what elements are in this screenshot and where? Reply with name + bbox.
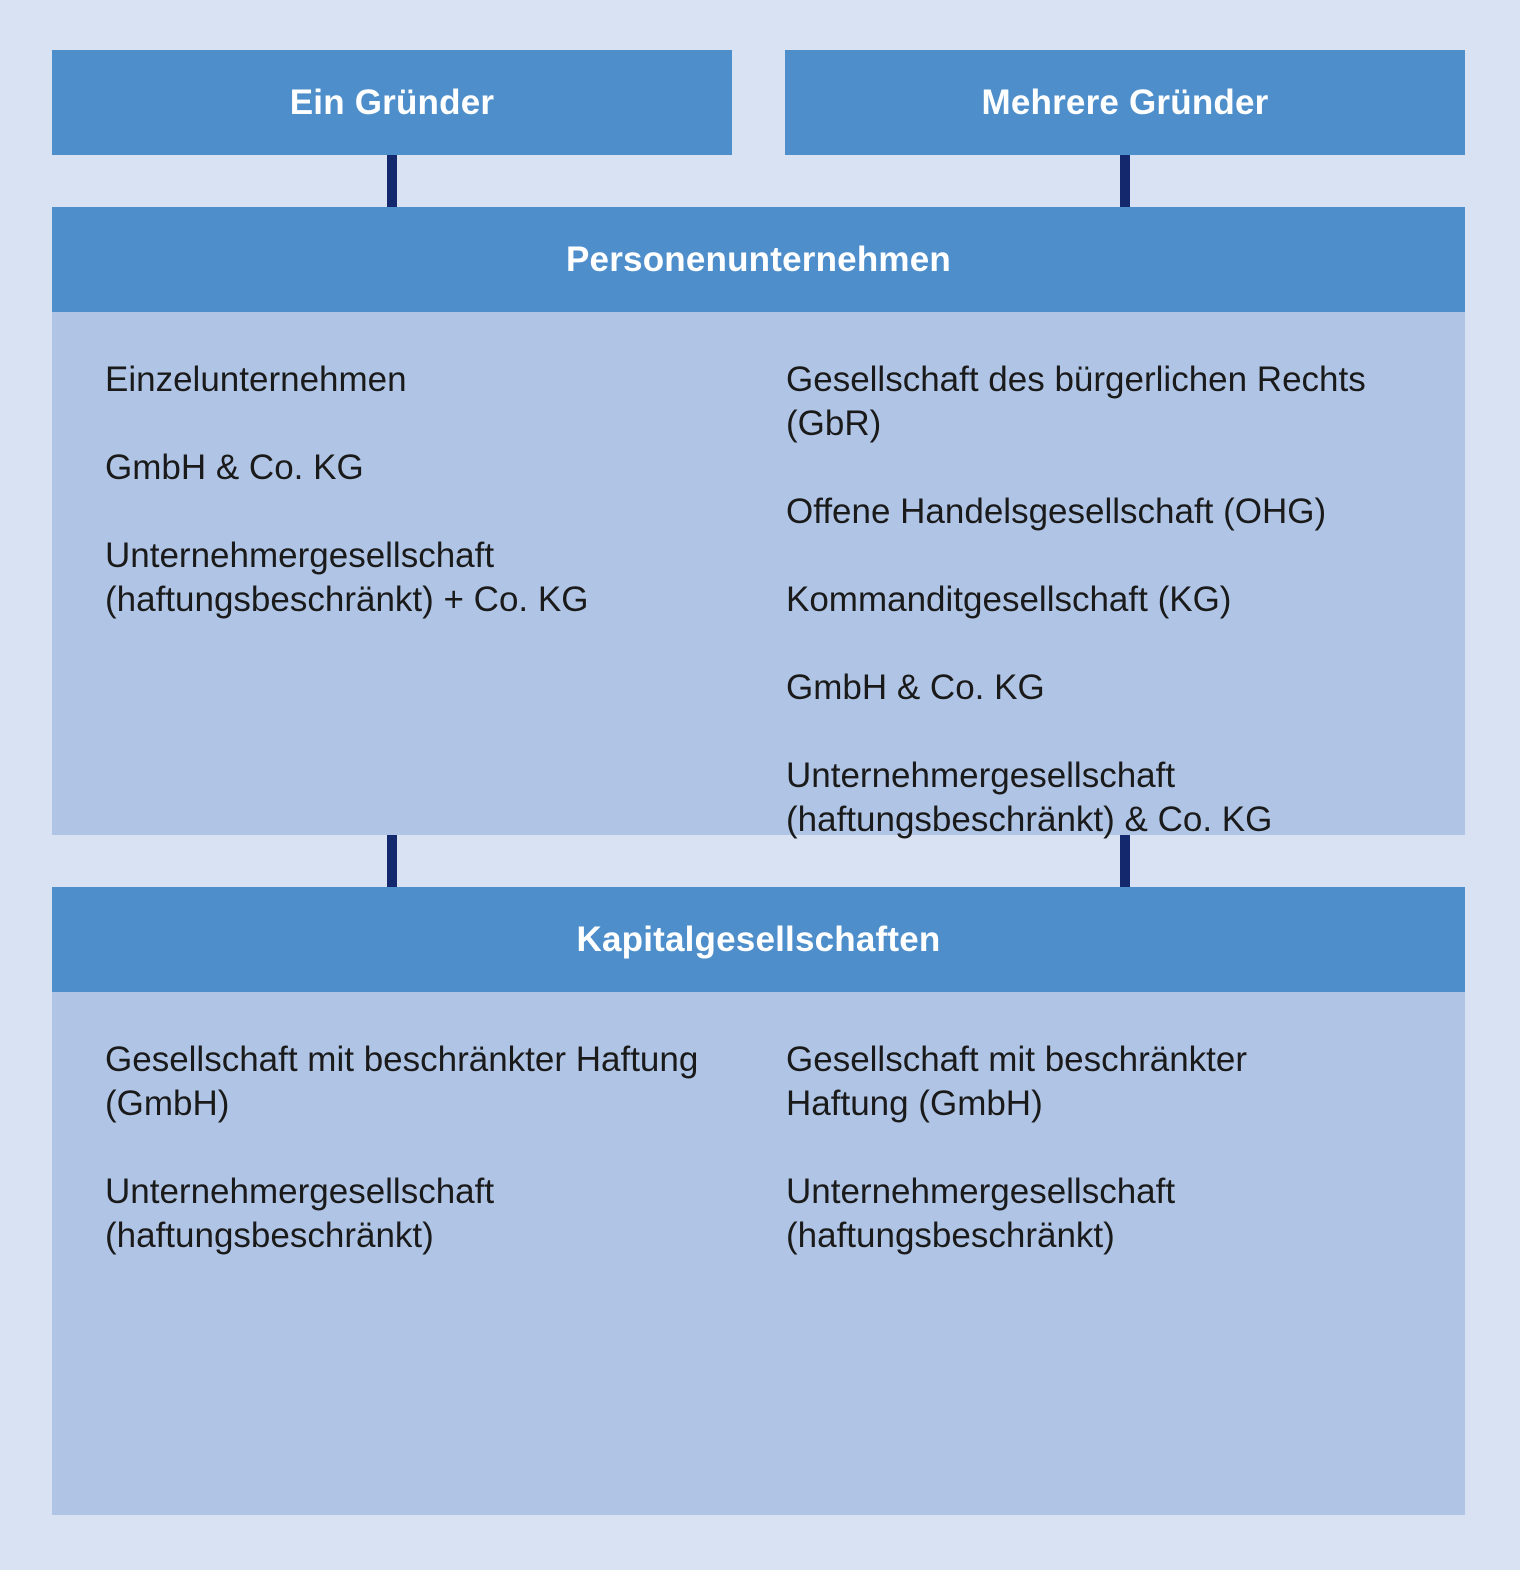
ein-gruender-label: Ein Gründer <box>289 82 495 122</box>
personenunternehmen-title: Personenunternehmen <box>566 239 951 279</box>
connector-left-top <box>387 155 397 207</box>
ein-gruender-box: Ein Gründer <box>52 50 732 155</box>
list-item: Gesellschaft des bürgerlichen Rechts (Gb… <box>786 360 1366 443</box>
kapital-right-list: Gesellschaft mit beschränkter Haftung (G… <box>786 1038 1286 1258</box>
kapitalgesellschaften-header: Kapitalgesellschaften <box>52 887 1465 992</box>
mehrere-gruender-label: Mehrere Gründer <box>981 82 1269 122</box>
list-item: Gesellschaft mit beschränkter Haftung (G… <box>786 1040 1248 1123</box>
personenunternehmen-panel: Einzelunternehmen GmbH & Co. KG Unterneh… <box>52 312 1465 839</box>
list-item: Gesellschaft mit beschränkter Haftung (G… <box>105 1040 699 1123</box>
connector-right-bottom <box>1120 835 1130 887</box>
list-item: GmbH & Co. KG <box>105 448 364 487</box>
personen-right-list: Gesellschaft des bürgerlichen Rechts (Gb… <box>786 358 1465 842</box>
connector-right-top <box>1120 155 1130 207</box>
list-item: Unternehmergesellschaft (haftungsbeschrä… <box>105 536 589 619</box>
list-item: Unternehmergesellschaft (haftungsbeschrä… <box>786 756 1273 839</box>
personen-left-list: Einzelunternehmen GmbH & Co. KG Unterneh… <box>105 358 725 622</box>
list-item: Unternehmergesellschaft (haftungsbeschrä… <box>105 1172 495 1255</box>
kapitalgesellschaften-panel: Gesellschaft mit beschränkter Haftung (G… <box>52 992 1465 1515</box>
list-item: Unternehmergesellschaft (haftungsbeschrä… <box>786 1172 1176 1255</box>
list-item: Kommanditgesellschaft (KG) <box>786 580 1232 619</box>
kapitalgesellschaften-title: Kapitalgesellschaften <box>576 919 941 959</box>
list-item: GmbH & Co. KG <box>786 668 1045 707</box>
mehrere-gruender-box: Mehrere Gründer <box>785 50 1465 155</box>
kapital-left-list: Gesellschaft mit beschränkter Haftung (G… <box>105 1038 745 1258</box>
personenunternehmen-header: Personenunternehmen <box>52 207 1465 312</box>
list-item: Einzelunternehmen <box>105 360 407 399</box>
list-item: Offene Handelsgesellschaft (OHG) <box>786 492 1327 531</box>
connector-left-bottom <box>387 835 397 887</box>
